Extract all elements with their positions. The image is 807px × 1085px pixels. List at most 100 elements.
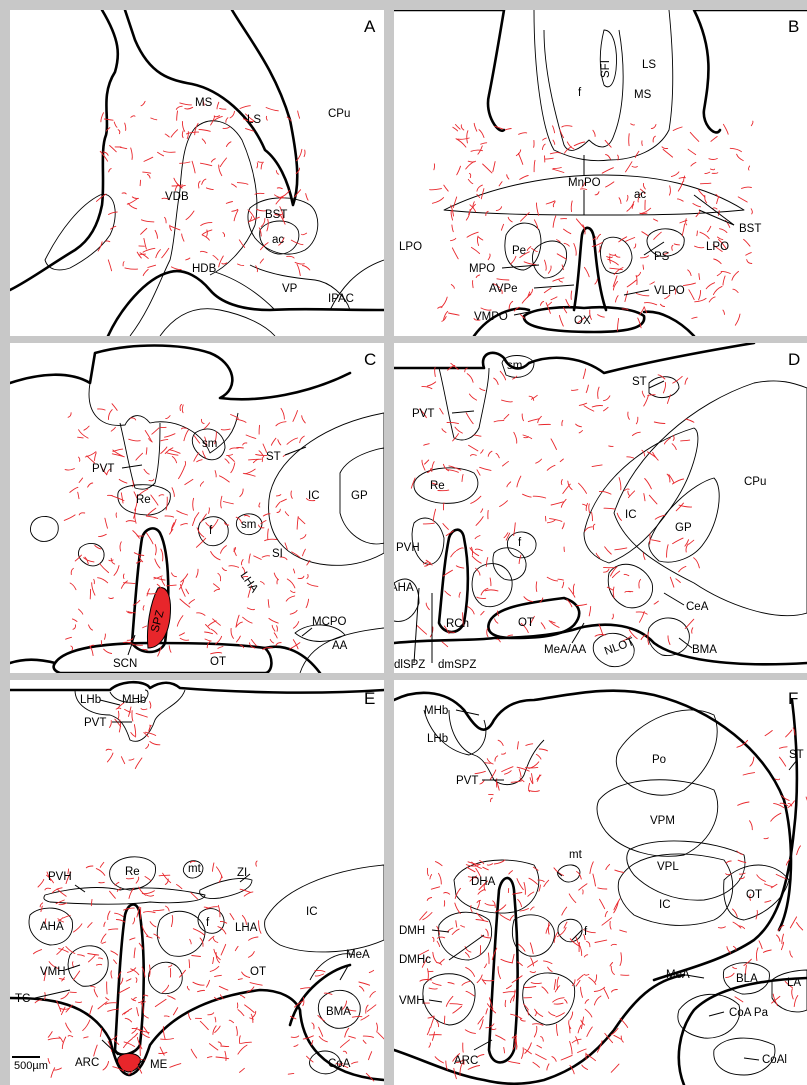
fiber-stroke (120, 147, 126, 148)
fiber-stroke (468, 607, 475, 615)
fiber-stroke (200, 482, 203, 487)
fiber-stroke (566, 299, 570, 306)
fiber-stroke (184, 430, 189, 441)
fiber-stroke (514, 432, 517, 443)
fiber-stroke (790, 917, 796, 928)
fiber-stroke (297, 517, 298, 530)
fiber-stroke (200, 251, 207, 252)
fiber-stroke (691, 162, 696, 166)
fiber-stroke (220, 921, 226, 923)
fiber-stroke (213, 938, 218, 943)
fiber-stroke (511, 256, 516, 264)
fiber-stroke (726, 973, 734, 977)
fiber-stroke (230, 448, 238, 450)
fiber-stroke (230, 111, 234, 118)
fiber-stroke (696, 211, 700, 217)
fiber-stroke (531, 907, 535, 910)
fiber-stroke (540, 302, 543, 306)
fiber-stroke (613, 587, 614, 598)
fiber-stroke (166, 416, 170, 419)
label-nlot: NLOT (603, 636, 636, 658)
re-region-d (414, 468, 478, 504)
label-hdb: HDB (192, 263, 217, 275)
fiber-stroke (146, 448, 147, 455)
fiber-stroke (167, 453, 178, 455)
fiber-stroke (568, 481, 572, 490)
fiber-stroke (604, 508, 615, 509)
fiber-stroke (84, 1037, 88, 1038)
fiber-stroke (751, 209, 752, 214)
fiber-stroke (146, 533, 153, 544)
fiber-stroke (88, 923, 92, 928)
fiber-stroke (235, 946, 238, 950)
label-ic: IC (625, 509, 637, 521)
fiber-stroke (199, 130, 210, 132)
label-arc: ARC (454, 1055, 478, 1067)
fiber-stroke (598, 888, 607, 889)
fiber-stroke (654, 232, 662, 239)
label-f: f (518, 537, 522, 549)
fiber-stroke (757, 875, 766, 882)
fiber-stroke (146, 895, 153, 896)
panel-letter: F (788, 689, 798, 708)
fiber-stroke (128, 968, 136, 973)
fiber-stroke (144, 1016, 148, 1019)
fiber-stroke (219, 256, 224, 267)
fiber-stroke (91, 986, 95, 987)
fiber-stroke (185, 479, 193, 484)
fiber-stroke (597, 234, 601, 239)
fiber-stroke (605, 912, 607, 917)
panel-d: D sm PVT ST CPu Re IC GP PVH f AHA CeA R… (394, 343, 807, 673)
fiber-stroke (211, 159, 215, 162)
fiber-stroke (466, 162, 474, 169)
fiber-stroke (564, 229, 571, 234)
fiber-stroke (227, 454, 233, 455)
fiber-stroke (469, 445, 478, 451)
fiber-stroke (250, 983, 262, 986)
fiber-stroke (431, 887, 439, 889)
fiber-stroke (51, 1068, 55, 1078)
fiber-stroke (172, 488, 174, 497)
label-mhb: MHb (122, 694, 146, 706)
panel-c: SPZ C sm PVT ST IC GP Re sm f SI LHA MCP… (10, 343, 384, 673)
fiber-stroke (554, 980, 556, 990)
fiber-stroke (628, 412, 630, 419)
lateral-circle-d (472, 564, 512, 607)
fiber-stroke (180, 162, 190, 163)
fiber-stroke (99, 534, 107, 536)
fiber-stroke (245, 1005, 255, 1013)
fiber-stroke (700, 232, 709, 238)
fiber-stroke (78, 955, 85, 957)
fiber-stroke (632, 432, 640, 435)
fiber-stroke (609, 254, 615, 255)
fiber-stroke (467, 232, 478, 237)
fiber-stroke (226, 202, 232, 204)
fiber-stroke (261, 163, 262, 169)
fiber-stroke (581, 987, 583, 997)
label-ac: ac (634, 189, 646, 201)
fiber-stroke (485, 903, 495, 905)
label-ls: LS (247, 114, 261, 126)
fiber-stroke (115, 913, 124, 916)
fiber-stroke (538, 416, 542, 422)
fiber-stroke (560, 459, 563, 462)
fiber-stroke (369, 970, 373, 972)
fiber-stroke (446, 996, 453, 1006)
fiber-stroke (763, 950, 771, 952)
fiber-stroke (442, 642, 448, 647)
fiber-stroke (132, 711, 133, 722)
fiber-stroke (530, 943, 533, 954)
fiber-stroke (411, 478, 415, 488)
fiber-stroke (467, 131, 468, 143)
fiber-stroke (64, 916, 71, 918)
fiber-stroke (352, 1062, 358, 1064)
fiber-stroke (165, 217, 167, 223)
fiber-stroke (257, 163, 258, 168)
fiber-stroke (254, 556, 262, 560)
fiber-stroke (570, 1012, 573, 1020)
fiber-stroke (721, 271, 730, 273)
fiber-stroke (593, 524, 595, 529)
fiber-stroke (449, 313, 460, 315)
fiber-stroke (611, 966, 614, 974)
fiber-stroke (712, 173, 718, 174)
